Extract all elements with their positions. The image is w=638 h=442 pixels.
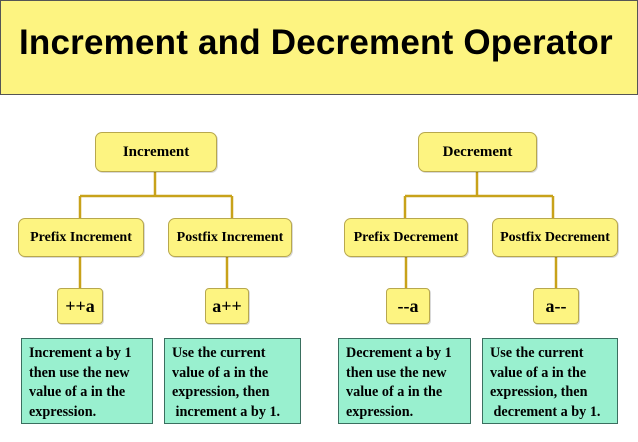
- prefix-decrement-description: Decrement a by 1 then use the new value …: [338, 338, 471, 424]
- diagram-title: Increment and Decrement Operator: [19, 23, 613, 62]
- prefix-decrement-node: Prefix Decrement: [344, 218, 468, 257]
- postfix-increment-node: Postfix Increment: [168, 218, 292, 257]
- postfix-increment-description: Use the current value of a in the expres…: [164, 338, 301, 424]
- increment-node: Increment: [95, 132, 217, 172]
- postfix-decrement-node: Postfix Decrement: [492, 218, 618, 257]
- prefix-increment-operator: ++a: [57, 288, 103, 324]
- postfix-increment-operator: a++: [205, 288, 249, 324]
- prefix-increment-node: Prefix Increment: [18, 218, 144, 257]
- decrement-node: Decrement: [418, 132, 537, 172]
- prefix-increment-description: Increment a by 1 then use the new value …: [21, 338, 153, 424]
- title-banner: Increment and Decrement Operator: [0, 0, 638, 95]
- postfix-decrement-description: Use the current value of a in the expres…: [482, 338, 618, 424]
- postfix-decrement-operator: a--: [533, 288, 579, 324]
- prefix-decrement-operator: --a: [386, 288, 430, 324]
